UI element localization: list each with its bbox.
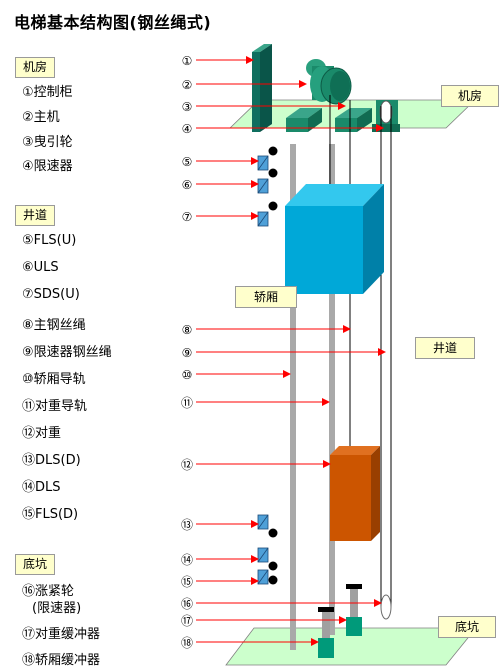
callout-number-6: ⑥ xyxy=(182,178,193,192)
uls-switch xyxy=(257,168,278,194)
legend-item-dls: ⑭DLS xyxy=(22,480,61,495)
counterweight-buffer xyxy=(346,584,362,636)
callout-number-7: ⑦ xyxy=(182,210,193,224)
car-buffer xyxy=(318,607,334,658)
callout-number-3: ③ xyxy=(182,100,193,114)
legend-item-fls-d: ⑮FLS(D) xyxy=(22,507,79,522)
callout-number-9: ⑨ xyxy=(182,346,193,360)
legend-item-tension-pulley: ⑯涨紧轮 xyxy=(22,584,75,599)
legend-item-governor-rope: ⑨限速器钢丝绳 xyxy=(22,345,112,360)
legend-item-car-buffer: ⑱轿厢缓冲器 xyxy=(22,653,101,668)
callout-number-15: ⑮ xyxy=(181,575,193,589)
legend-item-dls-d: ⑬DLS(D) xyxy=(22,453,81,468)
callout-number-2: ② xyxy=(182,78,193,92)
callout-number-13: ⑬ xyxy=(181,518,193,532)
callout-number-1: ① xyxy=(182,54,193,68)
fls-u-switch xyxy=(257,146,278,171)
control-cabinet xyxy=(252,44,272,132)
legend-item-cwt-guide-rail: ⑪对重导轨 xyxy=(22,399,88,414)
counterweight xyxy=(330,446,380,541)
section-label-hoistway: 井道 xyxy=(15,205,55,226)
main-machine xyxy=(306,59,352,105)
callout-number-4: ④ xyxy=(182,122,193,136)
tag-hoistway: 井道 xyxy=(415,337,475,359)
legend-item-main-rope: ⑧主钢丝绳 xyxy=(22,318,86,333)
legend-item-cwt-buffer: ⑰对重缓冲器 xyxy=(22,627,101,642)
callout-number-10: ⑩ xyxy=(182,368,193,382)
legend-item-governor: ④限速器 xyxy=(22,159,73,174)
page-title: 电梯基本结构图(钢丝绳式) xyxy=(14,13,212,32)
tension-pulley xyxy=(380,594,392,620)
dls-switch xyxy=(257,547,278,571)
callout-number-14: ⑭ xyxy=(181,553,193,567)
legend-item-car-guide-rail: ⑩轿厢导轨 xyxy=(22,372,86,387)
callout-number-5: ⑤ xyxy=(182,155,193,169)
tag-pit: 底坑 xyxy=(438,616,496,638)
legend-item-main-machine: ②主机 xyxy=(22,110,60,125)
legend-item-traction-sheave: ③曳引轮 xyxy=(22,135,73,150)
legend-item-control-cabinet: ①控制柜 xyxy=(22,85,73,100)
dls-d-switch xyxy=(257,514,278,538)
callout-number-17: ⑰ xyxy=(181,614,193,628)
elevator-car xyxy=(285,184,384,294)
governor xyxy=(372,100,400,132)
car-guide-rail xyxy=(290,144,296,650)
tag-machine-room: 机房 xyxy=(441,85,499,107)
section-label-pit: 底坑 xyxy=(15,554,55,575)
counterweight-guide-rail xyxy=(329,144,335,635)
callout-number-8: ⑧ xyxy=(182,323,193,337)
tag-car: 轿厢 xyxy=(235,286,297,308)
sds-u-switch xyxy=(257,201,278,227)
callout-number-12: ⑫ xyxy=(181,458,193,472)
legend-item-uls: ⑥ULS xyxy=(22,260,59,275)
legend-item-tension-pulley-note: (限速器) xyxy=(32,601,82,616)
legend-item-counterweight: ⑫对重 xyxy=(22,426,62,441)
callout-number-16: ⑯ xyxy=(181,597,193,611)
legend-item-fls-u: ⑤FLS(U) xyxy=(22,233,77,248)
fls-d-switch xyxy=(257,569,278,585)
section-label-machine-room: 机房 xyxy=(15,57,55,78)
callout-number-11: ⑪ xyxy=(181,396,193,410)
callout-number-18: ⑱ xyxy=(181,636,193,650)
legend-item-sds-u: ⑦SDS(U) xyxy=(22,287,80,302)
